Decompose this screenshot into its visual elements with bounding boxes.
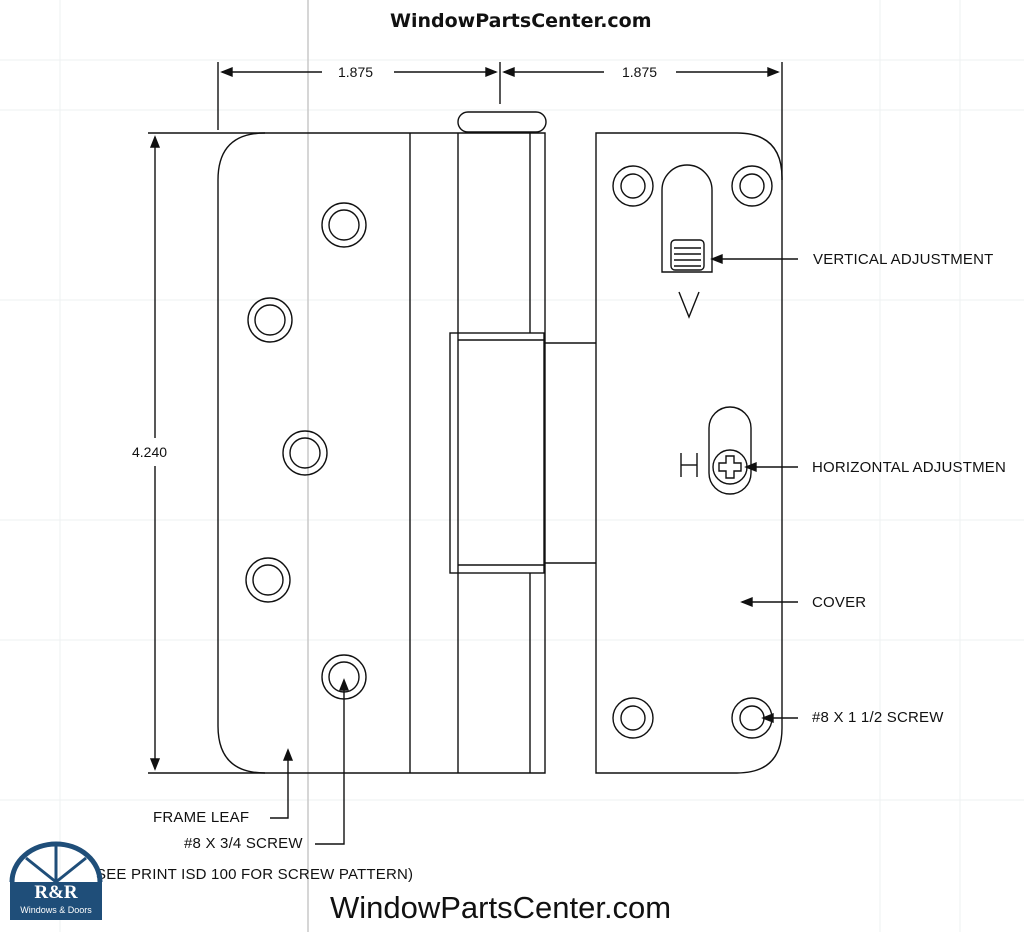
frame-screw-holes — [245, 202, 367, 700]
logo-tagline: Windows & Doors — [20, 905, 92, 915]
dimension-left-width: 1.875 — [338, 64, 374, 80]
logo-brand: R&R — [34, 882, 78, 903]
vertical-adjustment — [661, 164, 798, 273]
callout-horizontal-adjustment: HORIZONTAL ADJUSTMEN — [812, 459, 1007, 476]
screw-pattern-note: SEE PRINT ISD 100 FOR SCREW PATTERN) — [96, 866, 414, 883]
callout-cover: COVER — [812, 594, 867, 611]
cover-plate — [595, 132, 783, 774]
callout-vertical-adjustment: VERTICAL ADJUSTMENT — [813, 251, 994, 268]
callout-frame-leaf: FRAME LEAF — [153, 809, 250, 826]
frame-leaf — [217, 132, 546, 774]
adjustment-glyphs — [678, 291, 700, 477]
dimension-lines — [148, 62, 783, 774]
vertical-letter: V — [680, 288, 681, 289]
horizontal-letter: H — [680, 450, 681, 451]
site-footer[interactable]: WindowPartsCenter.com — [330, 890, 672, 925]
frame-leaders — [270, 678, 350, 845]
dimension-height: 4.240 — [132, 444, 168, 460]
cover-leaders — [740, 596, 798, 724]
site-header[interactable]: WindowPartsCenter.com — [390, 10, 652, 32]
brand-logo[interactable]: R&R Windows & Doors — [8, 838, 104, 922]
callout-frame-screw: #8 X 3/4 SCREW — [184, 835, 303, 852]
hinge-knuckle — [449, 111, 596, 773]
dimension-right-width: 1.875 — [622, 64, 658, 80]
callout-cover-screw: #8 X 1 1/2 SCREW — [812, 709, 944, 726]
logo-window-icon — [9, 841, 103, 920]
horizontal-adjustment — [708, 406, 798, 495]
